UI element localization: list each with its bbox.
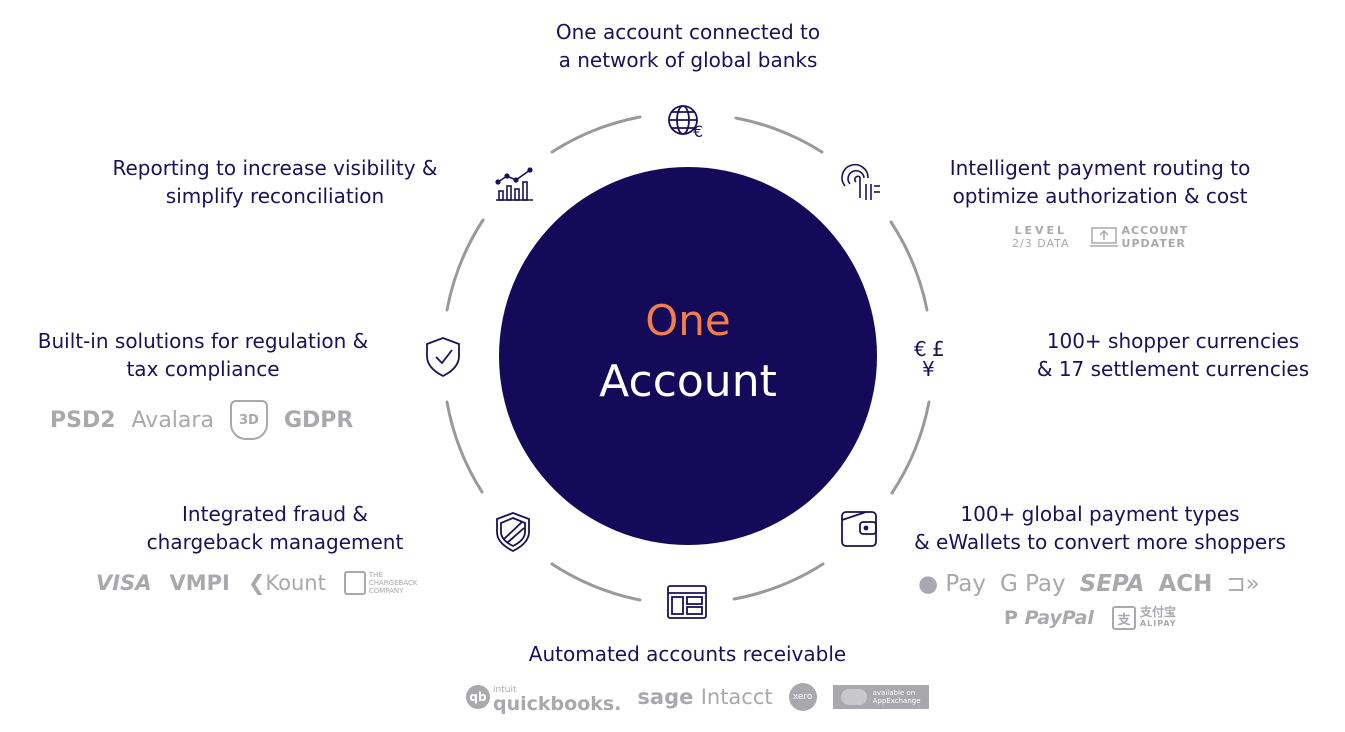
- chargeback-company-logo: THE CHARGEBACK COMPANY: [343, 571, 417, 595]
- avalara-logo: Avalara: [131, 407, 214, 433]
- forward-arrows-icon: ⊐»: [1226, 571, 1260, 597]
- upload-screen-icon: [1089, 227, 1118, 247]
- alipay-logo: 支 支付宝 ALIPAY: [1111, 606, 1177, 630]
- 3d-secure-logo: 3D: [229, 400, 268, 440]
- center-title-one: One: [645, 296, 731, 345]
- account-updater-logo: ACCOUNT UPDATER: [1089, 224, 1189, 250]
- globe-euro-icon: €: [668, 105, 703, 141]
- sage-intacct-logo: sage Intacct: [637, 685, 773, 709]
- google-pay-logo: G Pay: [999, 571, 1066, 597]
- bar-chart-icon: [495, 167, 533, 201]
- sepa-logo: SEPA: [1079, 571, 1145, 597]
- salesforce-appexchange-logo: available on AppExchange: [832, 685, 929, 709]
- feature-reporting: Reporting to increase visibility & simpl…: [112, 156, 438, 208]
- wallet-icon: [841, 511, 877, 547]
- feature-payment-types: 100+ global payment types & eWallets to …: [914, 502, 1286, 554]
- kount-logo: ❮Kount: [247, 571, 326, 595]
- ring-arc: [445, 218, 485, 312]
- feature-global-banks: One account connected to a network of gl…: [555, 20, 821, 72]
- salesforce-cloud-icon: [840, 689, 867, 705]
- paypal-logo: P PayPal: [1004, 607, 1094, 629]
- vmpi-logo: VMPI: [169, 571, 230, 595]
- center-circle: [499, 167, 877, 545]
- gdpr-logo: GDPR: [283, 407, 354, 433]
- ring-arc: [550, 562, 642, 602]
- fingerprint-icon: [841, 163, 880, 200]
- routing-logos: LEVEL 2/3 DATA ACCOUNT UPDATER: [1012, 224, 1188, 250]
- svg-text:€: €: [693, 122, 703, 141]
- shield-check-icon: [496, 512, 530, 553]
- browser-window-icon: [667, 585, 707, 619]
- xero-logo: xero: [788, 683, 817, 711]
- ring-arc: [732, 562, 825, 601]
- ring-arc: [550, 115, 642, 154]
- feature-regulation: Built-in solutions for regulation & tax …: [37, 329, 369, 381]
- ach-logo: ACH: [1158, 571, 1213, 597]
- psd2-logo: PSD2: [50, 407, 116, 433]
- level-data-logo: LEVEL 2/3 DATA: [1012, 224, 1070, 250]
- ring-arc: [890, 400, 931, 495]
- currency-icon: € £ ¥: [914, 337, 945, 381]
- svg-text:£: £: [932, 337, 945, 361]
- regulation-logos: PSD2 Avalara 3D GDPR: [50, 400, 353, 440]
- svg-text:¥: ¥: [922, 357, 935, 381]
- feature-currencies: 100+ shopper currencies & 17 settlement …: [1036, 329, 1310, 381]
- center-title-account: Account: [599, 356, 777, 407]
- payment-logos-row1: ● Pay G Pay SEPA ACH ⊐»: [918, 571, 1260, 597]
- feature-receivable: Automated accounts receivable: [528, 642, 847, 666]
- quickbooks-mark-icon: qb: [466, 685, 490, 709]
- shield-check-icon: [426, 337, 460, 378]
- feature-routing: Intelligent payment routing to optimize …: [949, 156, 1251, 208]
- fraud-logos: VISA VMPI ❮Kount THE CHARGEBACK COMPANY: [96, 571, 417, 595]
- receivable-logos: qb intuit quickbooks. sage Intacct xero …: [466, 683, 929, 714]
- visa-logo: VISA: [96, 571, 152, 595]
- svg-text:€: €: [914, 337, 927, 361]
- ring-arc: [445, 400, 484, 494]
- apple-pay-logo: ● Pay: [918, 571, 986, 597]
- ring-arc: [734, 116, 824, 154]
- ring-arc: [889, 220, 929, 312]
- chargeback-mark-icon: [343, 571, 366, 595]
- quickbooks-logo: qb intuit quickbooks.: [466, 683, 621, 714]
- alipay-mark-icon: 支: [1111, 606, 1136, 630]
- payment-logos-row2: P PayPal 支 支付宝 ALIPAY: [1004, 606, 1177, 630]
- feature-fraud: Integrated fraud & chargeback management: [146, 502, 404, 554]
